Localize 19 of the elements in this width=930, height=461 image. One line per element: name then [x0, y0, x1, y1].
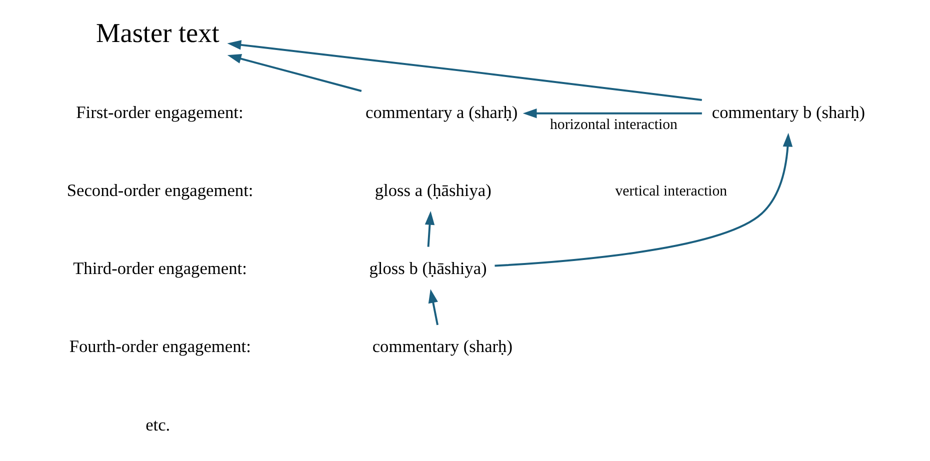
node-text: Master text	[96, 18, 220, 48]
arrow	[227, 40, 702, 101]
node-text: commentary b (sharḥ)	[712, 102, 866, 122]
node-text: gloss a (ḥāshiya)	[374, 181, 492, 200]
node-text: commentary (sharḥ)	[372, 337, 512, 356]
label: Fourth-order engagement:	[69, 337, 251, 356]
label: First-order engagement:	[76, 102, 244, 122]
arrow	[522, 108, 702, 118]
node-text: commentary a (sharḥ)	[366, 102, 518, 122]
label: etc.	[146, 415, 170, 434]
label: Third-order engagement:	[73, 259, 247, 278]
arrow	[494, 132, 793, 267]
arrow	[424, 210, 435, 247]
arrow	[227, 54, 362, 92]
edge-label: horizontal interaction	[550, 117, 678, 133]
arrow	[428, 289, 438, 326]
node-text: gloss b (ḥāshiya)	[369, 259, 487, 278]
label: vertical interaction	[615, 183, 728, 200]
label: Second-order engagement:	[66, 181, 254, 200]
